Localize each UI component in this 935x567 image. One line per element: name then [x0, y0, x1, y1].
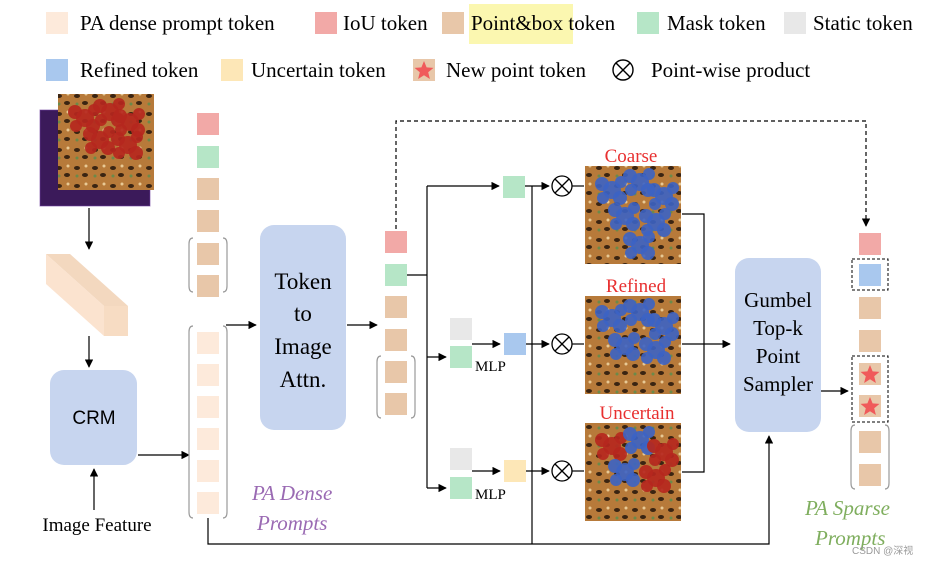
- iou-token: [197, 113, 219, 135]
- dense-token: [197, 364, 219, 386]
- mlp-label-refined: MLP: [475, 359, 506, 375]
- iou-token: [859, 233, 881, 255]
- otimes-icon: [612, 59, 634, 81]
- legend-swatch-pointbox: [442, 12, 464, 34]
- token-column-output: [850, 233, 890, 490]
- tti-label-line1: Token: [274, 269, 332, 294]
- legend-label-product: Point-wise product: [651, 58, 810, 82]
- pointbox-token: [385, 361, 407, 383]
- uncertain-token: [504, 460, 526, 482]
- pointbox-token: [385, 393, 407, 415]
- legend-label-static: Static token: [813, 11, 913, 35]
- gumbel-label-line1: Gumbel: [744, 288, 812, 312]
- watermark: CSDN @深视: [852, 544, 913, 557]
- gumbel-label-line4: Sampler: [743, 372, 813, 396]
- cuboid-icon: [46, 254, 128, 336]
- mlp-label-uncertain: MLP: [475, 487, 506, 503]
- legend-label-pointbox: Point&box token: [471, 11, 616, 35]
- coarse-label: Coarse: [605, 146, 658, 167]
- input-image-stack: [39, 94, 154, 207]
- mask-token: [385, 264, 407, 286]
- otimes-icon: [551, 460, 573, 482]
- otimes-icon: [551, 175, 573, 197]
- gumbel-sampler-block: [735, 258, 821, 432]
- mask-token: [450, 346, 472, 368]
- image-feature-label: Image Feature: [42, 515, 151, 536]
- crm-label: CRM: [72, 408, 115, 429]
- dense-token: [197, 428, 219, 450]
- refined-mask-image: [585, 296, 681, 394]
- token-to-image-attn-block: [260, 225, 346, 430]
- static-token: [450, 448, 472, 470]
- legend-swatch-iou: [315, 12, 337, 34]
- tti-label-line2: to: [294, 301, 312, 326]
- legend: PA dense prompt token IoU token Point&bo…: [46, 4, 913, 82]
- crm-block: [50, 370, 137, 465]
- legend-label-dense: PA dense prompt token: [80, 11, 275, 35]
- gumbel-label-line2: Top-k: [753, 316, 803, 340]
- uncertain-mask-image: [585, 423, 681, 521]
- mask-token-coarse: [503, 176, 525, 198]
- legend-label-mask: Mask token: [667, 11, 766, 35]
- tti-label-line4: Attn.: [280, 367, 327, 392]
- static-token: [450, 318, 472, 340]
- star-icon: [860, 397, 880, 415]
- dense-token: [197, 332, 219, 354]
- iou-token: [385, 231, 407, 253]
- legend-swatch-mask: [637, 12, 659, 34]
- pointbox-token: [197, 275, 219, 297]
- pointbox-token: [385, 329, 407, 351]
- pointbox-token: [859, 464, 881, 486]
- legend-label-iou: IoU token: [343, 11, 428, 35]
- pointbox-token: [197, 178, 219, 200]
- legend-label-uncertain: Uncertain token: [251, 58, 386, 82]
- legend-label-newpoint: New point token: [446, 58, 586, 82]
- coarse-mask-image: [585, 166, 681, 264]
- pointbox-token: [859, 330, 881, 352]
- pa-sparse-label-line1: PA Sparse: [804, 496, 890, 520]
- pointbox-token: [197, 243, 219, 265]
- legend-swatch-static: [784, 12, 806, 34]
- pointbox-token: [385, 296, 407, 318]
- dense-token: [197, 396, 219, 418]
- pointbox-token: [859, 297, 881, 319]
- token-column-attended: [376, 231, 416, 419]
- dense-token: [197, 492, 219, 514]
- mask-token: [197, 146, 219, 168]
- pa-dense-label-line2: Prompts: [256, 511, 327, 535]
- tti-label-line3: Image: [274, 334, 331, 359]
- refined-token: [859, 264, 881, 286]
- refined-label: Refined: [606, 276, 667, 297]
- token-column-input: [188, 113, 228, 519]
- legend-swatch-dense: [46, 12, 68, 34]
- gumbel-label-line3: Point: [756, 344, 801, 368]
- legend-swatch-uncertain: [221, 59, 243, 81]
- pointbox-token: [197, 210, 219, 232]
- dense-token: [197, 460, 219, 482]
- pa-dense-label-line1: PA Dense: [251, 481, 332, 505]
- uncertain-label: Uncertain: [600, 403, 675, 424]
- star-icon: [860, 365, 880, 383]
- pa-sparse-label-line2: Prompts: [814, 526, 885, 550]
- otimes-icon: [551, 333, 573, 355]
- pointbox-highlight: [469, 4, 573, 44]
- pointbox-token: [859, 431, 881, 453]
- legend-label-refined: Refined token: [80, 58, 199, 82]
- refined-token: [504, 333, 526, 355]
- legend-swatch-refined: [46, 59, 68, 81]
- mask-token: [450, 477, 472, 499]
- star-icon: [414, 61, 434, 79]
